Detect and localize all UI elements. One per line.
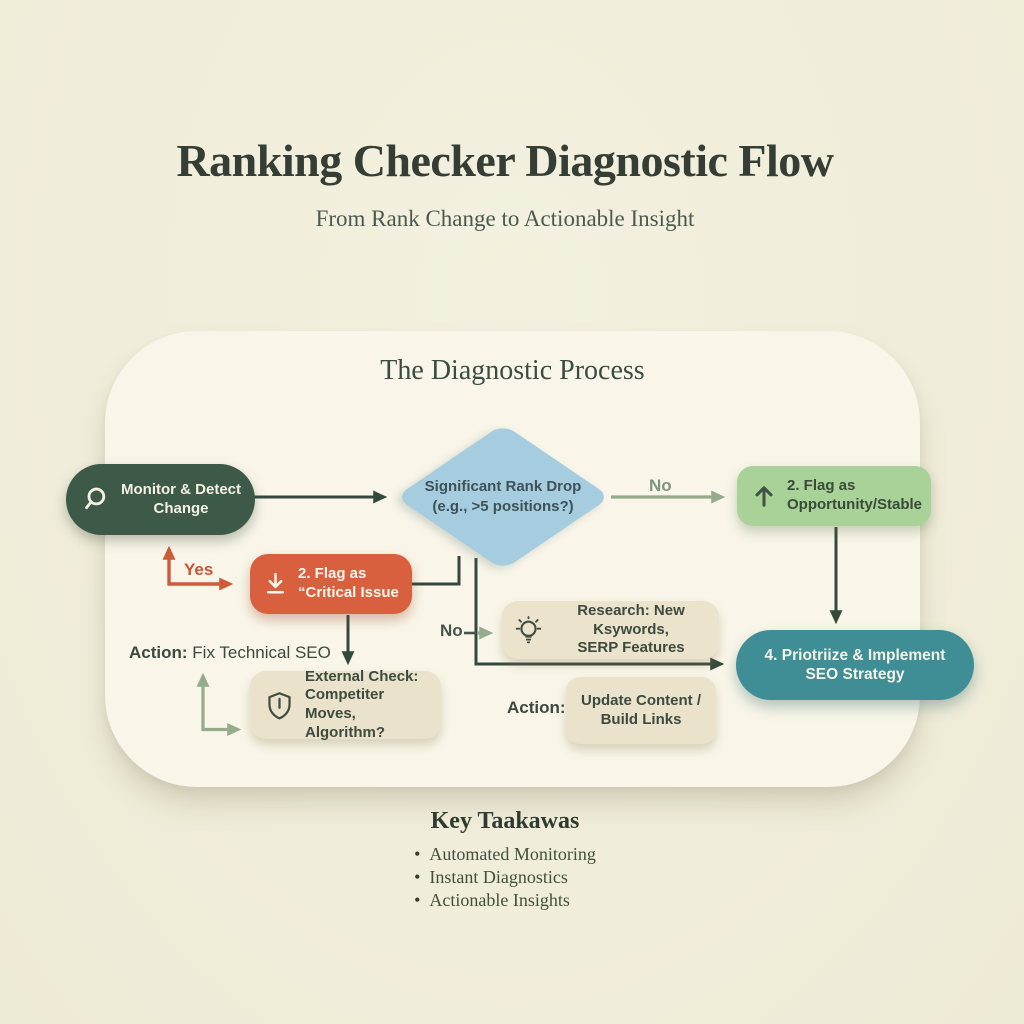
arrow-up-icon	[755, 486, 773, 507]
action-fix-prefix: Action:	[129, 643, 188, 662]
research-label: Research: New Ksywords, SERP Features	[577, 601, 685, 657]
decision-diamond-label: Significant Rank Drop (e.g., >5 position…	[396, 477, 610, 516]
node-update-content: Update Content / Build Links	[566, 677, 716, 744]
decision-line-1: Significant Rank Drop	[424, 478, 582, 495]
connector-critical-to-decision	[412, 556, 461, 586]
node-flag-critical-issue: 2. Flag as “Critical Issue	[250, 554, 412, 614]
update-label: Update Content / Build Links	[581, 691, 701, 728]
magnifier-icon	[85, 487, 106, 510]
key-takeaways: Key Taakawas Automated Monitoring Instan…	[0, 808, 1010, 912]
node-prioritize-strategy: 4. Priotriize & Implement SEO Strategy	[736, 630, 974, 700]
shield-icon	[268, 691, 291, 719]
critical-label: 2. Flag as “Critical Issue	[298, 565, 399, 601]
node-flag-opportunity: 2. Flag as Opportunity/Stable	[737, 466, 931, 526]
takeaways-title: Key Taakawas	[430, 808, 580, 834]
card-title: The Diagnostic Process	[380, 355, 645, 386]
action-fix-text: Fix Technical SEO	[192, 643, 331, 662]
branch-label-no-research: No	[440, 621, 463, 640]
monitor-label: Monitor & Detect Change	[121, 480, 241, 517]
external-label: External Check: Competiter Moves, Algori…	[305, 667, 419, 741]
strategy-label: 4. Priotriize & Implement SEO Strategy	[764, 646, 946, 683]
takeaway-item: Instant Diagnostics	[414, 866, 596, 889]
lightbulb-icon	[515, 615, 542, 643]
node-external-check: External Check: Competiter Moves, Algori…	[250, 668, 441, 741]
branch-label-no: No	[649, 476, 672, 495]
page-subtitle: From Rank Change to Actionable Insight	[315, 206, 695, 231]
action-fix-label: Action: Fix Technical SEO	[129, 643, 331, 663]
download-icon	[266, 572, 285, 594]
takeaway-item: Actionable Insights	[414, 889, 596, 912]
page-title: Ranking Checker Diagnostic Flow	[176, 135, 834, 186]
opportunity-label: 2. Flag as Opportunity/Stable	[787, 477, 922, 513]
node-research-keywords: Research: New Ksywords, SERP Features	[502, 601, 719, 659]
node-monitor-detect-change: Monitor & Detect Change	[66, 464, 255, 535]
action-update-label: Action:	[507, 698, 566, 717]
connector-decision-to-strategy	[474, 558, 725, 671]
branch-label-yes: Yes	[184, 560, 214, 579]
decision-line-2: (e.g., >5 positions?)	[432, 497, 574, 515]
takeaways-list: Automated Monitoring Instant Diagnostics…	[414, 843, 596, 912]
takeaway-item: Automated Monitoring	[414, 843, 595, 866]
